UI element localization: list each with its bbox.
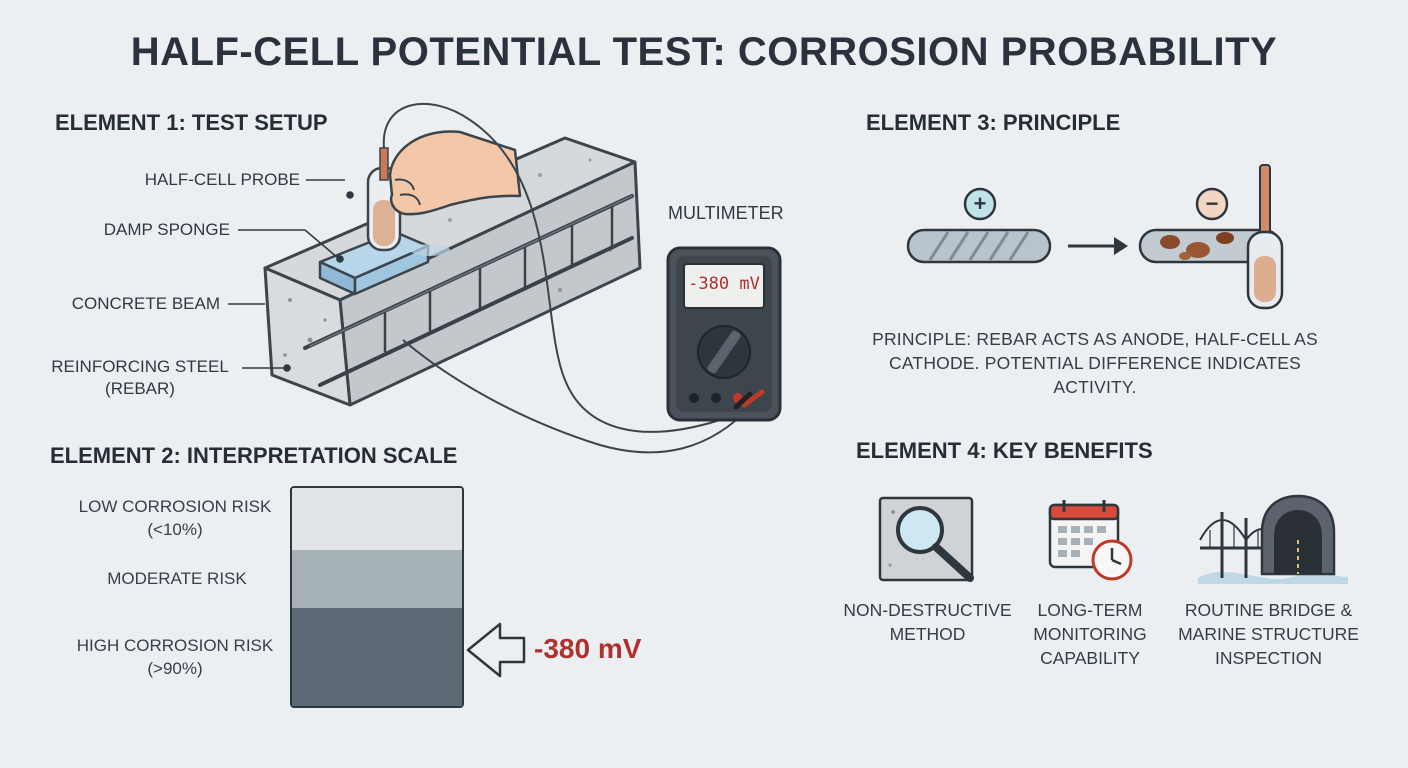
principle-line1: PRINCIPLE: REBAR ACTS AS ANODE, HALF-CEL…: [872, 329, 1318, 349]
scale-label-moderate: MODERATE RISK: [52, 567, 302, 590]
benefit-non-destructive: NON-DESTRUCTIVE METHOD: [835, 598, 1020, 646]
hand-illustration: [388, 130, 522, 216]
label-rebar-line2: (REBAR): [105, 379, 175, 398]
label-multimeter: MULTIMETER: [668, 203, 784, 223]
principle-line2: CATHODE. POTENTIAL DIFFERENCE INDICATES: [889, 353, 1301, 373]
principle-description: PRINCIPLE: REBAR ACTS AS ANODE, HALF-CEL…: [840, 327, 1350, 399]
multimeter: [666, 246, 782, 422]
label-rebar-line1: REINFORCING STEEL: [51, 357, 229, 376]
benefit-long-term-monitoring: LONG-TERM MONITORING CAPABILITY: [1010, 598, 1170, 670]
rebar-cage: [303, 194, 634, 387]
scale-label-high-line1: HIGH CORROSION RISK: [76, 636, 274, 655]
right-arrow-icon: [1068, 237, 1128, 255]
scale-band-low: [292, 488, 462, 550]
element1-heading: ELEMENT 1: TEST SETUP: [55, 110, 328, 135]
minus-icon: [1195, 187, 1229, 221]
corroded-rebar-icon: [1138, 228, 1282, 264]
benefit-2-line3: CAPABILITY: [1040, 648, 1140, 668]
element4-heading: ELEMENT 4: KEY BENEFITS: [856, 438, 1153, 463]
magnifier-icon: [878, 496, 974, 582]
benefit-routine-inspection: ROUTINE BRIDGE & MARINE STRUCTURE INSPEC…: [1166, 598, 1371, 670]
benefit-3-line2: MARINE STRUCTURE: [1178, 624, 1359, 644]
clean-rebar-icon: [906, 228, 1052, 264]
scale-label-low: LOW CORROSION RISK (<10%): [50, 495, 300, 541]
label-rebar: REINFORCING STEEL (REBAR): [30, 356, 250, 400]
element3-heading: ELEMENT 3: PRINCIPLE: [866, 110, 1121, 135]
scale-label-moderate-line1: MODERATE RISK: [107, 569, 247, 588]
bridge-tunnel-icon: [1198, 494, 1348, 584]
scale-label-low-line1: LOW CORROSION RISK: [78, 497, 272, 516]
scale-label-high: HIGH CORROSION RISK (>90%): [50, 634, 300, 680]
benefit-1-line2: METHOD: [889, 624, 966, 644]
multimeter-display-reading: -380 mV: [688, 274, 760, 294]
half-cell-rod-icon: [1246, 164, 1284, 310]
benefit-2-line2: MONITORING: [1033, 624, 1147, 644]
page-title: HALF-CELL POTENTIAL TEST: CORROSION PROB…: [130, 30, 1278, 74]
calendar-clock-icon: [1048, 500, 1133, 581]
plus-symbol: +: [973, 191, 987, 216]
minus-symbol: −: [1205, 191, 1219, 216]
interpretation-scale-bar: [290, 486, 464, 708]
scale-label-high-line2: (>90%): [147, 659, 203, 678]
label-half-cell-probe: HALF-CELL PROBE: [144, 170, 300, 189]
plus-icon: [963, 187, 997, 221]
principle-line3: ACTIVITY.: [1053, 377, 1137, 397]
scale-band-moderate: [292, 550, 462, 608]
scale-band-high: [292, 608, 462, 706]
label-concrete-beam: CONCRETE BEAM: [71, 294, 220, 313]
benefit-3-line1: ROUTINE BRIDGE &: [1184, 600, 1353, 620]
element2-heading: ELEMENT 2: INTERPRETATION SCALE: [50, 443, 458, 468]
benefit-1-line1: NON-DESTRUCTIVE: [843, 600, 1012, 620]
benefit-3-line3: INSPECTION: [1215, 648, 1322, 668]
label-damp-sponge: DAMP SPONGE: [103, 220, 230, 239]
scale-label-low-line2: (<10%): [147, 520, 203, 539]
benefit-2-line1: LONG-TERM: [1037, 600, 1143, 620]
scale-reading: -380 mV: [534, 633, 642, 664]
